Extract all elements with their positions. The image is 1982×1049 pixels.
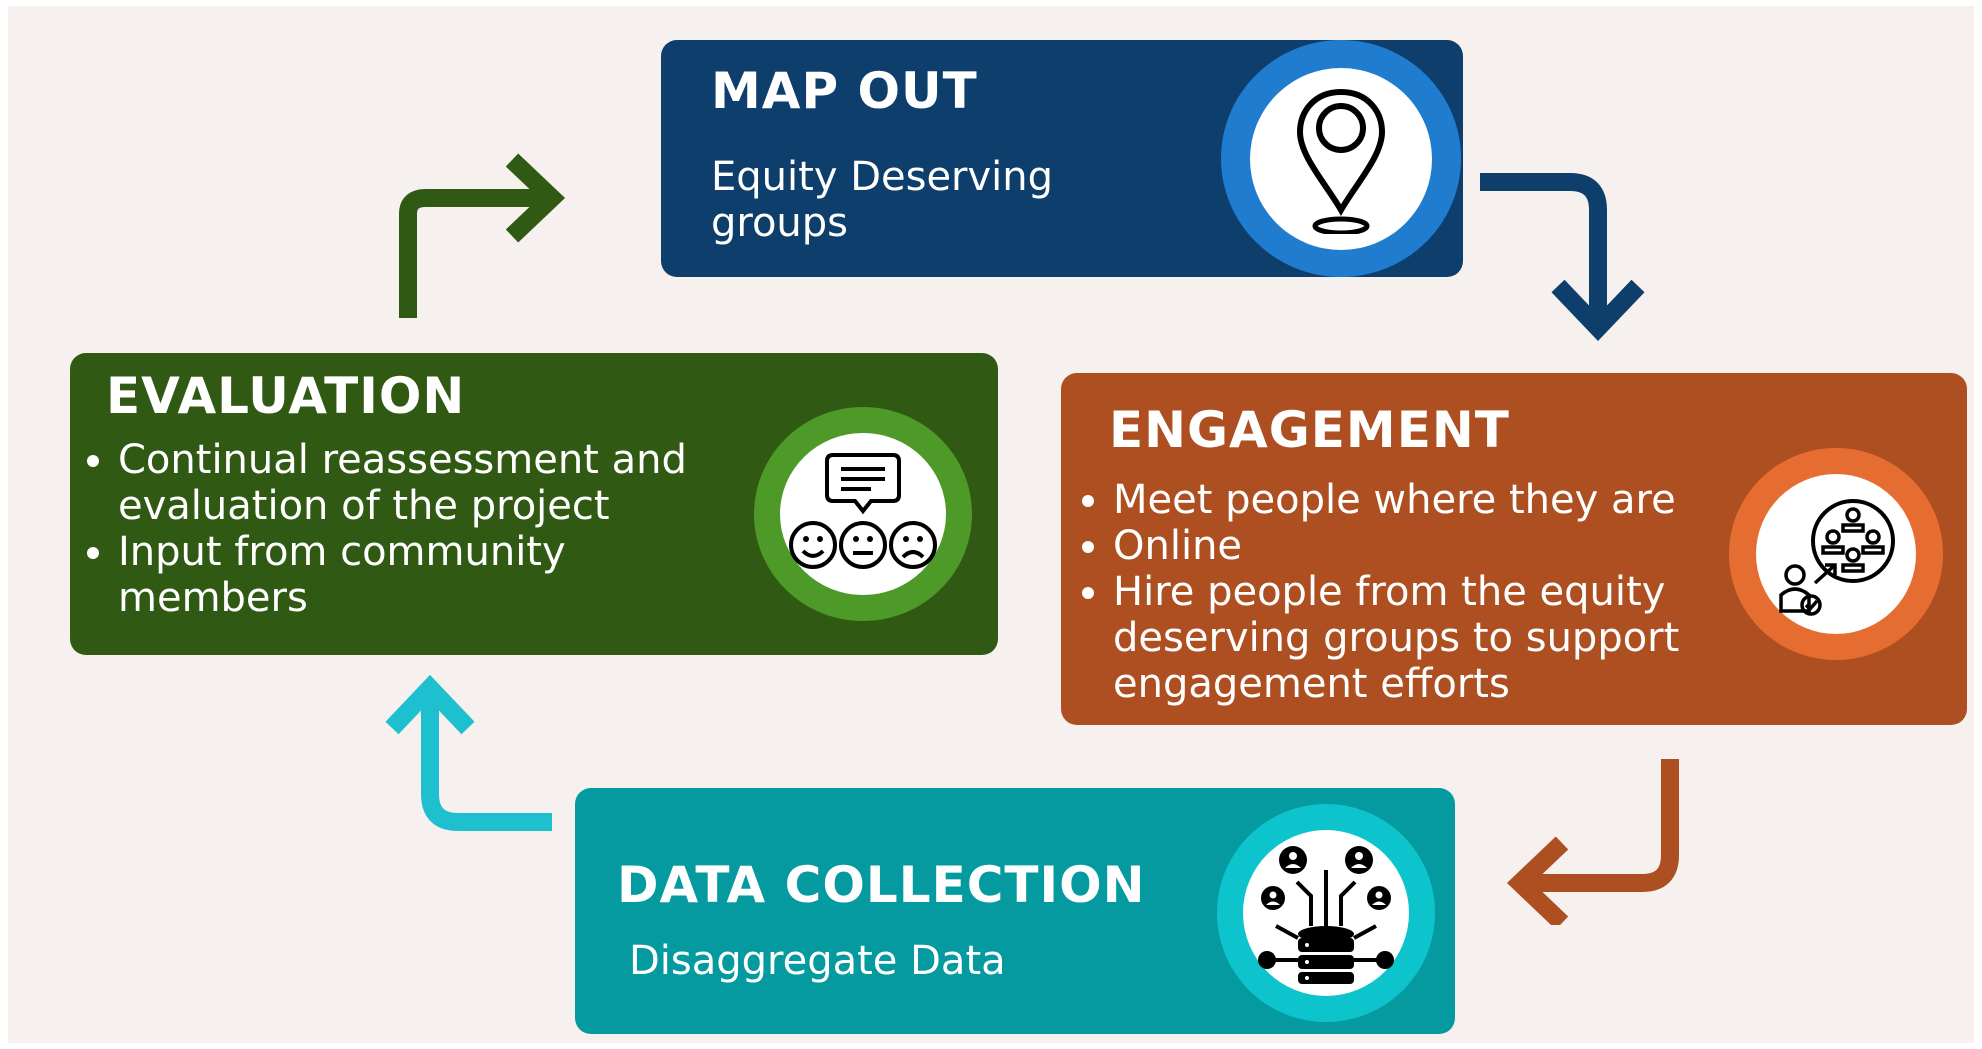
engagement-bullets: Meet people where they are Online Hire p…	[1071, 477, 1711, 707]
community-network-icon	[1779, 499, 1895, 616]
engagement-title: ENGAGEMENT	[1109, 401, 1510, 459]
data-collection-title: DATA COLLECTION	[617, 856, 1146, 914]
database-people-icon	[1258, 846, 1394, 984]
feedback-faces-icon	[789, 453, 937, 569]
evaluation-bullet: Input from community members	[118, 529, 716, 621]
arrow-engagement-to-data-collection	[1506, 759, 1679, 925]
map-out-subtitle: Equity Deserving groups	[711, 154, 1054, 246]
location-pin-icon	[1296, 88, 1386, 234]
engagement-bullet: Online	[1113, 523, 1711, 569]
evaluation-bullet: Continual reassessment and evaluation of…	[118, 437, 716, 529]
evaluation-card: EVALUATION Continual reassessment and ev…	[70, 353, 998, 655]
evaluation-badge	[754, 407, 972, 621]
map-out-title: MAP OUT	[711, 62, 978, 120]
engagement-bullet: Meet people where they are	[1113, 477, 1711, 523]
engagement-bullet: Hire people from the equity deserving gr…	[1113, 569, 1711, 707]
engagement-badge	[1729, 448, 1943, 660]
data-collection-badge	[1217, 804, 1435, 1022]
arrow-map-out-to-engagement	[1480, 173, 1645, 342]
evaluation-title: EVALUATION	[106, 367, 466, 425]
data-collection-subtitle: Disaggregate Data	[629, 938, 1006, 984]
map-out-card: MAP OUT Equity Deserving groups	[661, 40, 1463, 277]
arrow-evaluation-to-map-out	[399, 153, 566, 318]
map-out-badge	[1221, 40, 1461, 277]
arrow-data-collection-to-evaluation	[385, 674, 552, 831]
data-collection-card: DATA COLLECTION Disaggregate Data	[575, 788, 1455, 1034]
engagement-card: ENGAGEMENT Meet people where they are On…	[1061, 373, 1967, 725]
evaluation-bullets: Continual reassessment and evaluation of…	[76, 437, 716, 621]
